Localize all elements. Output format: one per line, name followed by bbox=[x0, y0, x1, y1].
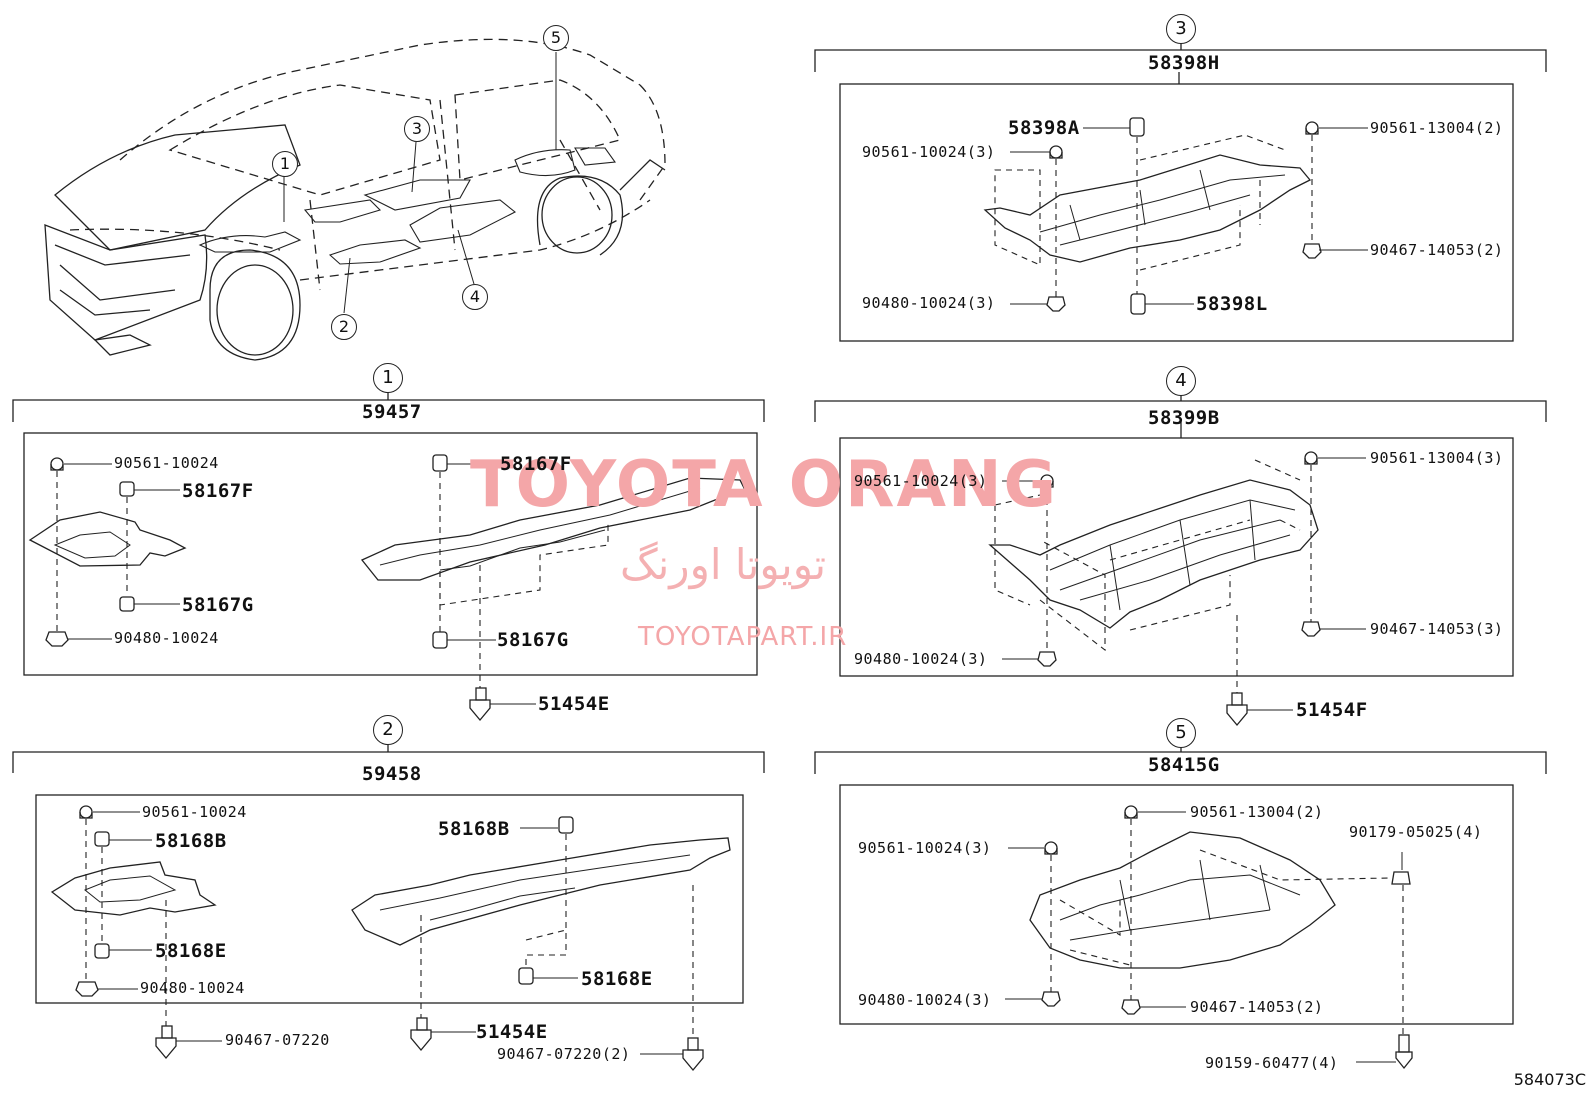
group-1-assembly-number[interactable]: 59457 bbox=[362, 401, 422, 423]
group-4-marker: 4 bbox=[1166, 366, 1196, 396]
part-label[interactable]: 58167F bbox=[182, 480, 254, 502]
group-2-linework bbox=[12, 744, 765, 1072]
part-label[interactable]: 90467-14053(2) bbox=[1190, 998, 1324, 1016]
part-label[interactable]: 58168E bbox=[155, 940, 227, 962]
part-label[interactable]: 90480-10024(3) bbox=[854, 650, 988, 668]
part-label[interactable]: 90480-10024 bbox=[140, 979, 245, 997]
part-label[interactable]: 58168B bbox=[155, 830, 227, 852]
part-label[interactable]: 90561-10024(3) bbox=[862, 143, 996, 161]
part-label[interactable]: 58167G bbox=[497, 629, 569, 651]
part-label[interactable]: 90159-60477(4) bbox=[1205, 1054, 1339, 1072]
watermark-persian: تویوتا اورنگ bbox=[620, 540, 827, 589]
group-4-linework bbox=[814, 394, 1547, 727]
part-label[interactable]: 90179-05025(4) bbox=[1349, 823, 1483, 841]
part-label[interactable]: 51454E bbox=[538, 693, 610, 715]
overview-callout-3[interactable]: 3 bbox=[404, 116, 430, 142]
part-label[interactable]: 58168E bbox=[581, 968, 653, 990]
drawing-code: 584073C bbox=[1513, 1070, 1586, 1089]
part-label[interactable]: 90561-13004(3) bbox=[1370, 449, 1504, 467]
part-label[interactable]: 90480-10024 bbox=[114, 629, 219, 647]
part-label[interactable]: 90480-10024(3) bbox=[862, 294, 996, 312]
group-1-linework bbox=[12, 392, 765, 722]
part-label[interactable]: 90480-10024(3) bbox=[858, 991, 992, 1009]
overview-callout-4[interactable]: 4 bbox=[462, 284, 488, 310]
watermark-site: TOYOTAPART.IR bbox=[638, 622, 848, 652]
part-label[interactable]: 90561-10024(3) bbox=[858, 839, 992, 857]
group-4-assembly-number[interactable]: 58399B bbox=[1148, 407, 1220, 429]
part-label[interactable]: 51454E bbox=[476, 1021, 548, 1043]
part-label[interactable]: 58398L bbox=[1196, 293, 1268, 315]
car-overview-illustration bbox=[44, 38, 666, 361]
part-label[interactable]: 90561-10024 bbox=[114, 454, 219, 472]
part-label[interactable]: 58167G bbox=[182, 594, 254, 616]
part-label[interactable]: 90561-13004(2) bbox=[1190, 803, 1324, 821]
part-label[interactable]: 90561-10024(3) bbox=[854, 472, 988, 490]
group-5-assembly-number[interactable]: 58415G bbox=[1148, 754, 1220, 776]
part-label[interactable]: 90561-13004(2) bbox=[1370, 119, 1504, 137]
part-label[interactable]: 90467-14053(3) bbox=[1370, 620, 1504, 638]
part-label[interactable]: 90467-07220(2) bbox=[497, 1045, 631, 1063]
part-label[interactable]: 90467-14053(2) bbox=[1370, 241, 1504, 259]
group-3-linework bbox=[814, 42, 1547, 342]
group-3-marker: 3 bbox=[1166, 14, 1196, 44]
part-label[interactable]: 90561-10024 bbox=[142, 803, 247, 821]
part-label[interactable]: 58167F bbox=[500, 453, 572, 475]
part-label[interactable]: 51454F bbox=[1296, 699, 1368, 721]
group-2-assembly-number[interactable]: 59458 bbox=[362, 763, 422, 785]
overview-callout-5[interactable]: 5 bbox=[543, 25, 569, 51]
part-label[interactable]: 90467-07220 bbox=[225, 1031, 330, 1049]
group-1-marker: 1 bbox=[373, 363, 403, 393]
part-label[interactable]: 58398A bbox=[1008, 117, 1080, 139]
watermark-brand: TOYOTA ORANG bbox=[470, 448, 1059, 522]
group-3-assembly-number[interactable]: 58398H bbox=[1148, 52, 1220, 74]
part-label[interactable]: 58168B bbox=[438, 818, 510, 840]
group-5-marker: 5 bbox=[1166, 718, 1196, 748]
overview-callout-1[interactable]: 1 bbox=[272, 151, 298, 177]
overview-callout-2[interactable]: 2 bbox=[331, 314, 357, 340]
group-5-linework bbox=[814, 745, 1547, 1070]
group-2-marker: 2 bbox=[373, 715, 403, 745]
